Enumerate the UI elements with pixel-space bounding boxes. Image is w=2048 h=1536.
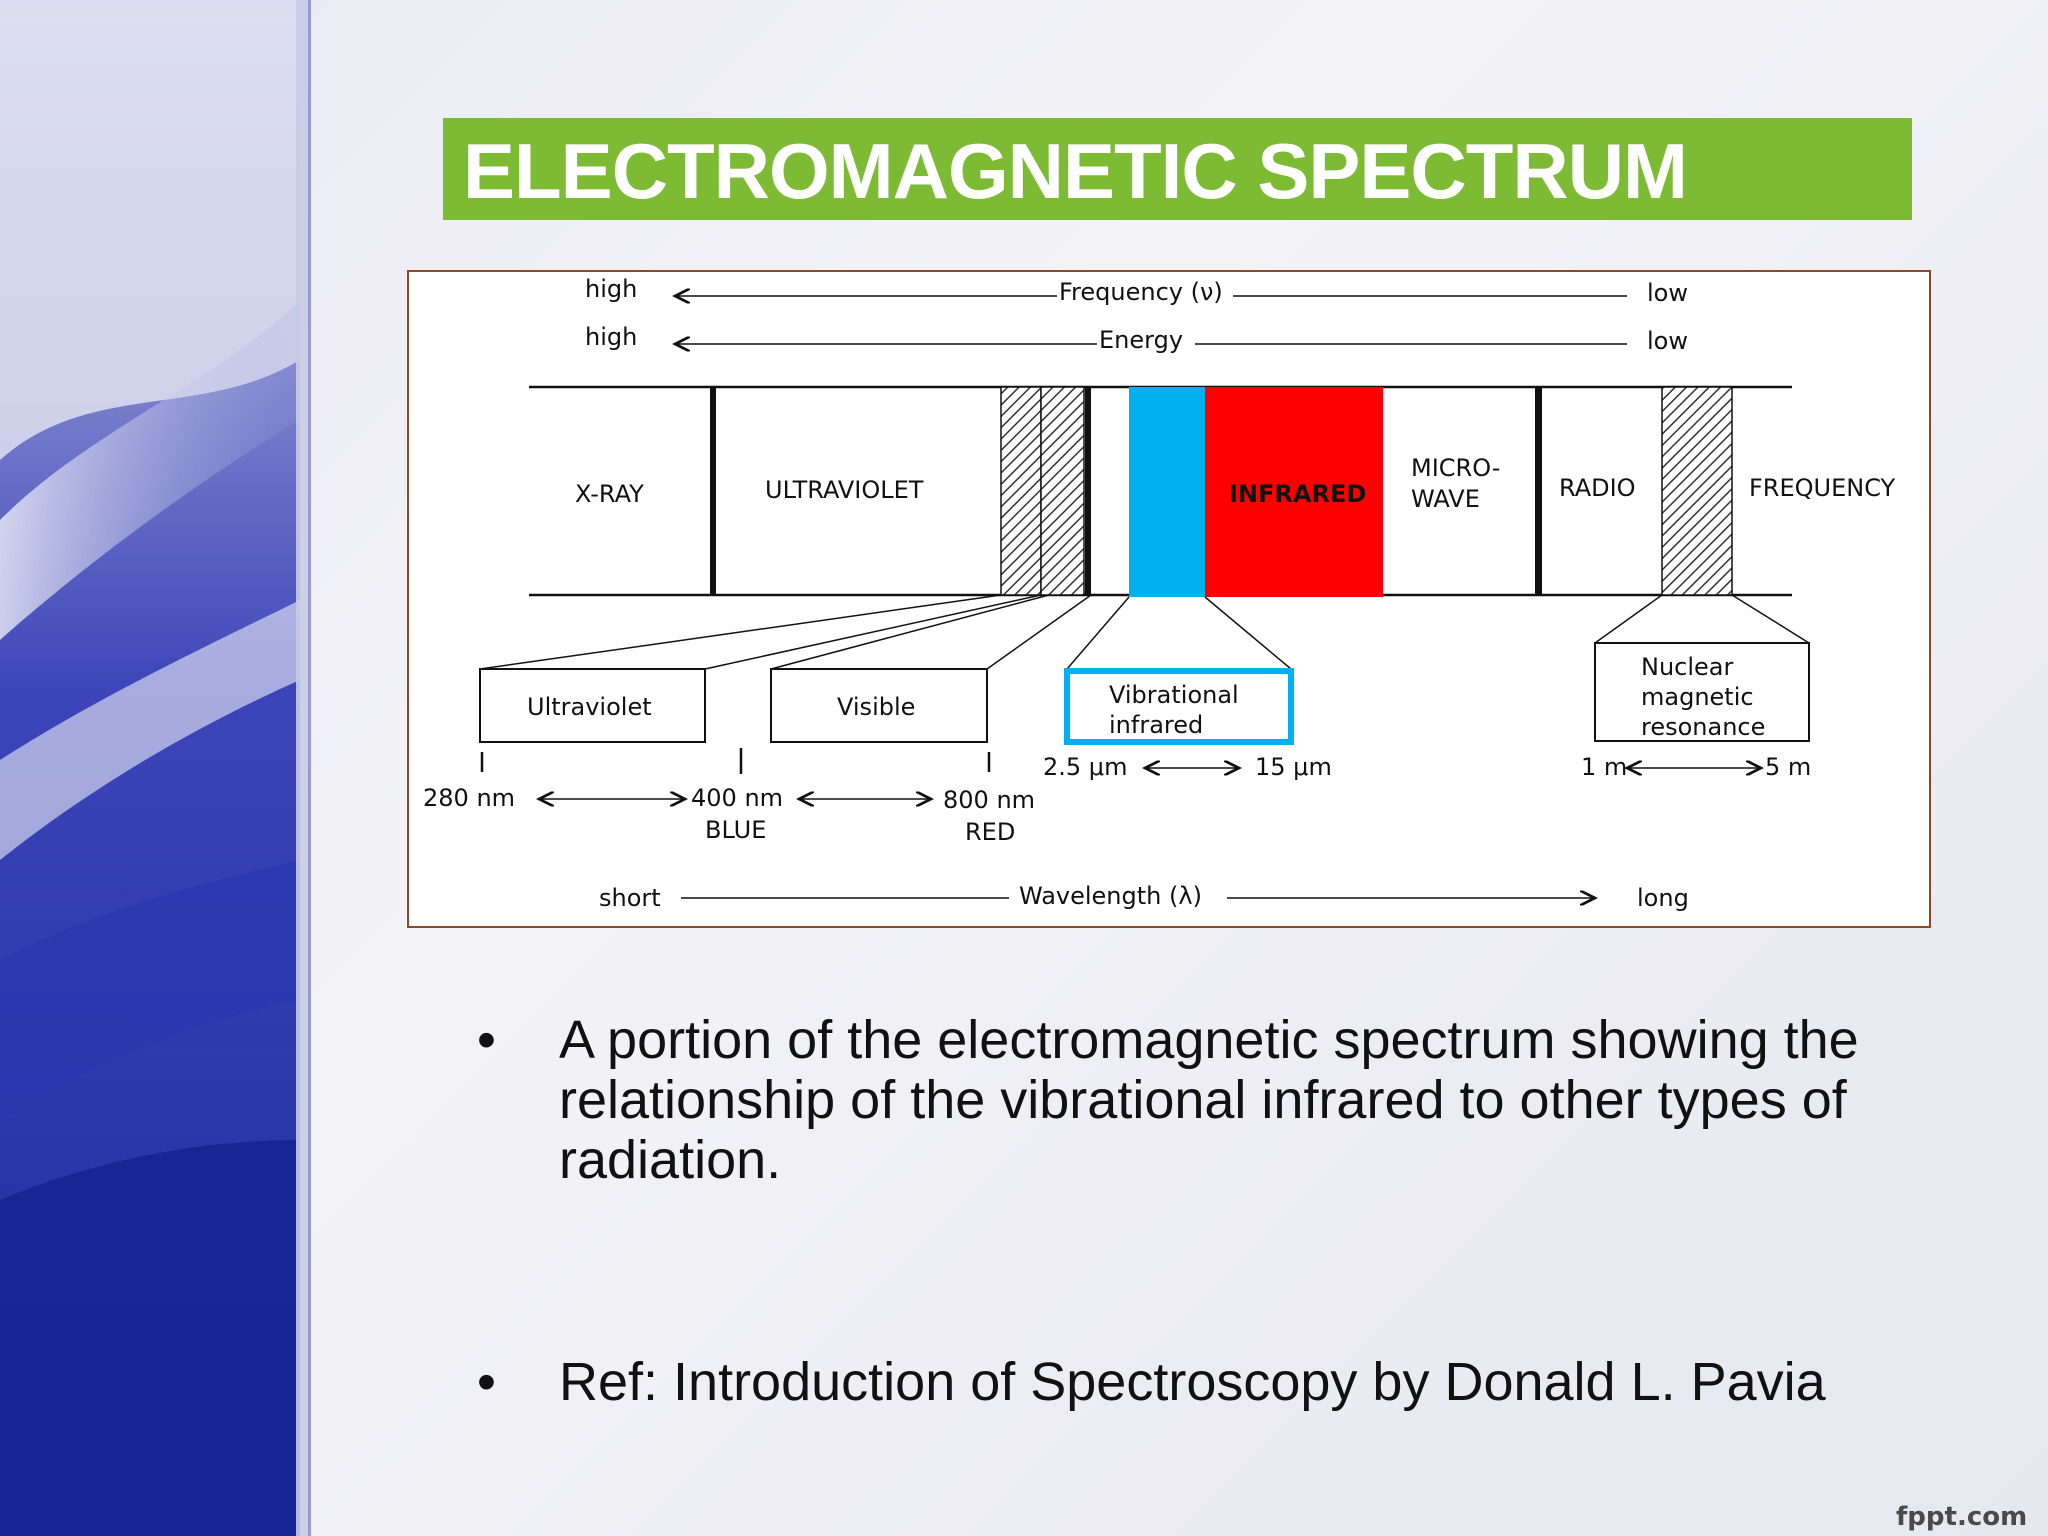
frequency-high-label: high: [585, 275, 637, 303]
footer-logo[interactable]: fppt.com: [1896, 1502, 2028, 1532]
box-vibrational-line2: infrared: [1109, 711, 1203, 739]
box-visible: Visible: [837, 693, 915, 721]
spectrum-figure: high Frequency (ν) low high Energy low X…: [407, 270, 1931, 928]
slide-title: ELECTROMAGNETIC SPECTRUM: [463, 127, 1688, 215]
region-frequency: FREQUENCY: [1749, 474, 1896, 502]
wavelength-short-label: short: [599, 884, 661, 912]
title-bar: ELECTROMAGNETIC SPECTRUM: [443, 118, 1912, 220]
spectrum-diagram: high Frequency (ν) low high Energy low X…: [423, 275, 1896, 912]
bullet-marker: •: [477, 1010, 496, 1070]
box-nmr-line3: resonance: [1641, 713, 1765, 741]
energy-axis-label: Energy: [1099, 326, 1183, 354]
energy-low-label: low: [1647, 327, 1688, 355]
energy-high-label: high: [585, 323, 637, 351]
scale-red: RED: [965, 818, 1015, 846]
bullet-text: A portion of the electromagnetic spectru…: [559, 1010, 1859, 1190]
box-vibrational-line1: Vibrational: [1109, 681, 1239, 709]
region-radio: RADIO: [1559, 474, 1636, 502]
region-xray: X-RAY: [575, 480, 644, 508]
scale-5m: 5 m: [1765, 753, 1811, 781]
region-microwave-line2: WAVE: [1411, 485, 1480, 513]
infrared-band: [1205, 387, 1383, 597]
box-nmr-line2: magnetic: [1641, 683, 1754, 711]
frequency-axis-label: Frequency (ν): [1059, 278, 1223, 306]
box-ultraviolet: Ultraviolet: [527, 693, 652, 721]
scale-15um: 15 μm: [1255, 753, 1332, 781]
region-infrared: INFRARED: [1229, 480, 1366, 508]
wavelength-long-label: long: [1637, 884, 1689, 912]
region-ultraviolet: ULTRAVIOLET: [765, 476, 924, 504]
scale-800nm: 800 nm: [943, 786, 1035, 814]
scale-2-5um: 2.5 μm: [1043, 753, 1127, 781]
frequency-low-label: low: [1647, 279, 1688, 307]
region-microwave-line1: MICRO-: [1411, 454, 1500, 482]
scale-1m: 1 m: [1581, 753, 1627, 781]
vibrational-infrared-band: [1129, 387, 1205, 597]
scale-blue: BLUE: [705, 816, 766, 844]
scale-280nm: 280 nm: [423, 784, 515, 812]
bullet-marker: •: [477, 1352, 496, 1412]
box-nmr-line1: Nuclear: [1641, 653, 1734, 681]
scale-400nm: 400 nm: [691, 784, 783, 812]
wavelength-axis-label: Wavelength (λ): [1019, 882, 1202, 910]
bullet-text: Ref: Introduction of Spectroscopy by Don…: [559, 1352, 1826, 1412]
